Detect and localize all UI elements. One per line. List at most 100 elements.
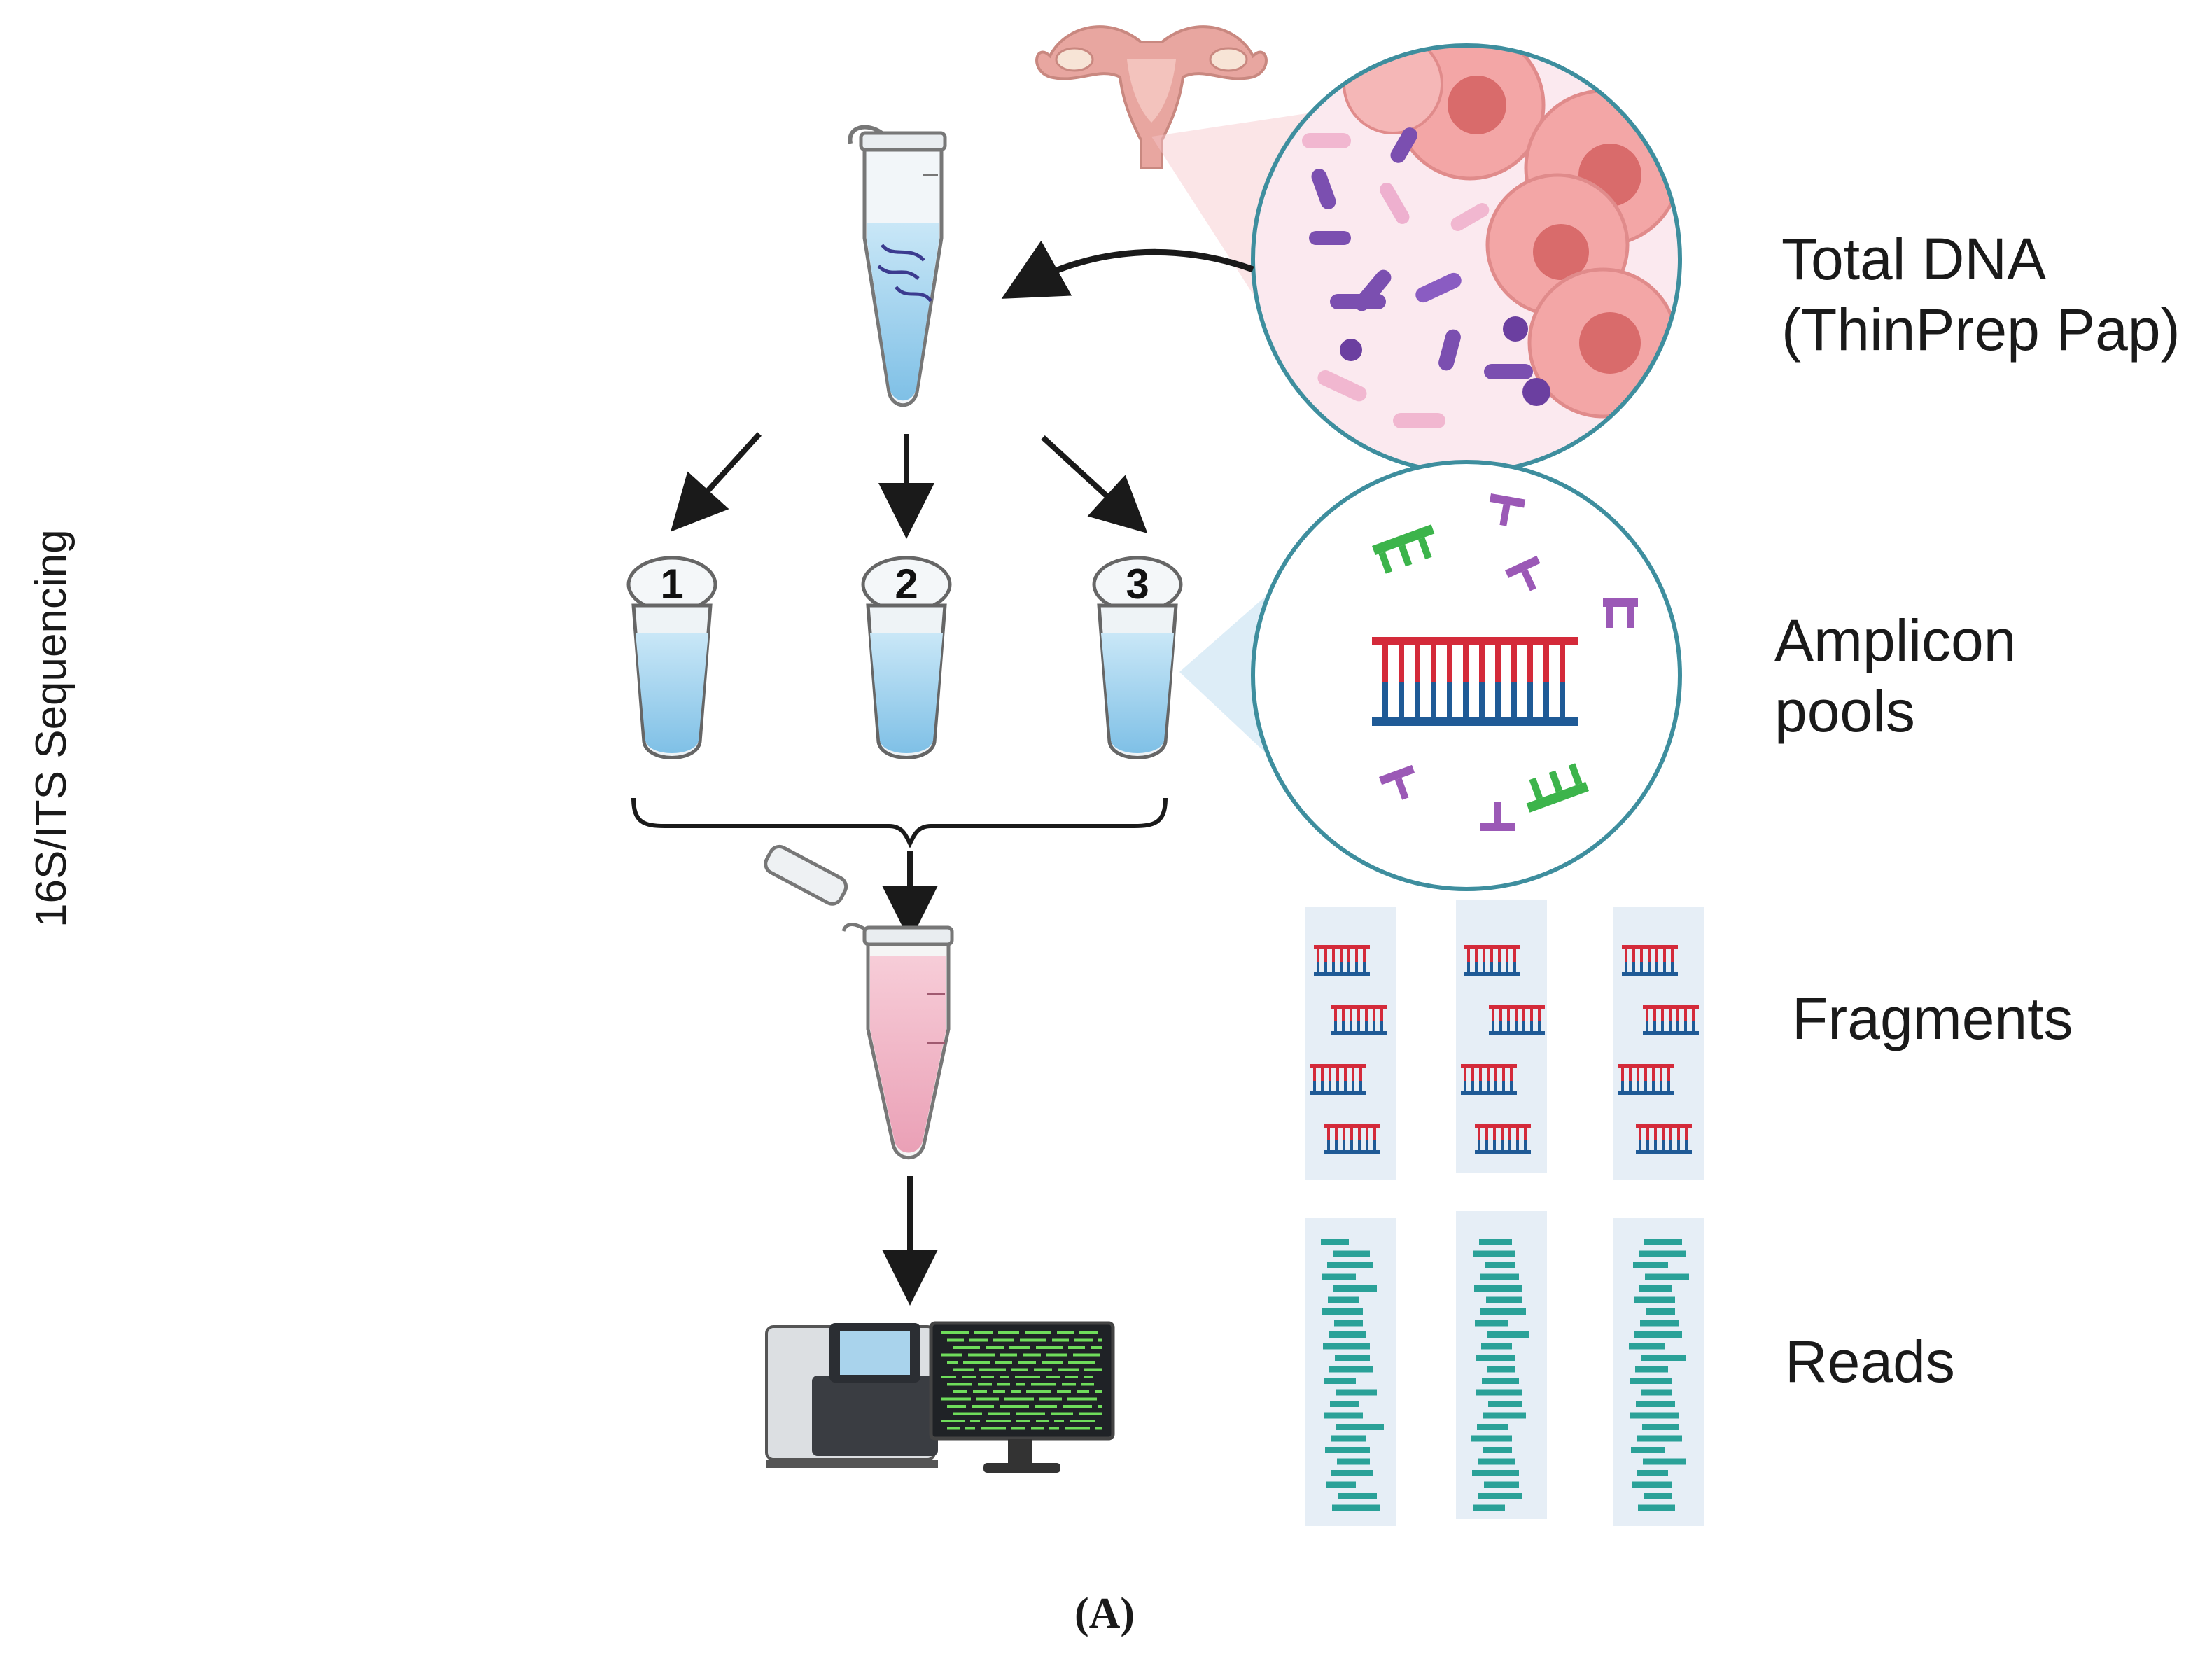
sequence-read bbox=[1480, 1273, 1519, 1280]
sequence-read bbox=[1637, 1435, 1682, 1442]
sequence-read bbox=[1324, 1412, 1363, 1419]
step-label-line: pools bbox=[1774, 678, 1915, 744]
sequence-read bbox=[1479, 1239, 1512, 1245]
sequence-read bbox=[1477, 1424, 1508, 1430]
cells-bacteria-circle bbox=[1251, 43, 1682, 475]
sequence-read bbox=[1482, 1378, 1519, 1384]
sequence-read bbox=[1476, 1354, 1516, 1361]
dna-fragment bbox=[1324, 1124, 1380, 1154]
sequence-read bbox=[1473, 1504, 1505, 1511]
dna-tube bbox=[848, 125, 947, 407]
sequence-read bbox=[1487, 1331, 1530, 1338]
amplicon-tube-3: 3 bbox=[1092, 556, 1183, 760]
fragment-panel bbox=[1614, 906, 1704, 1180]
sequence-read bbox=[1478, 1458, 1516, 1465]
sequence-read bbox=[1640, 1320, 1679, 1326]
sequence-read bbox=[1638, 1504, 1675, 1511]
dna-fragment bbox=[1622, 945, 1678, 976]
sequence-read bbox=[1488, 1366, 1516, 1373]
sequence-read bbox=[1476, 1389, 1522, 1396]
amplicon-tube-1: 1 bbox=[626, 556, 718, 760]
tube-number-1: 1 bbox=[660, 561, 683, 608]
sequence-read bbox=[1332, 1504, 1380, 1511]
sequence-read bbox=[1322, 1308, 1363, 1315]
uterus-icon bbox=[1035, 25, 1268, 169]
sequence-read bbox=[1488, 1401, 1522, 1407]
sequence-read bbox=[1632, 1481, 1672, 1488]
tube-number-3: 3 bbox=[1126, 561, 1149, 608]
step-label-line: Fragments bbox=[1792, 986, 2073, 1051]
sequence-read bbox=[1483, 1412, 1526, 1419]
sequence-read bbox=[1643, 1458, 1686, 1465]
sequence-read bbox=[1639, 1285, 1672, 1292]
sequence-read bbox=[1474, 1250, 1516, 1257]
step-label-line: Amplicon bbox=[1774, 608, 2017, 673]
sequence-read bbox=[1331, 1470, 1373, 1476]
dna-fragment bbox=[1310, 1064, 1366, 1095]
sequence-read bbox=[1637, 1470, 1668, 1476]
arrow-to-tube-3 bbox=[1041, 435, 1148, 534]
sequence-read bbox=[1335, 1354, 1370, 1361]
sequence-read bbox=[1630, 1378, 1672, 1384]
arrow-circle-to-tube bbox=[1001, 240, 1254, 299]
sequencer-icon bbox=[765, 1323, 938, 1468]
sequence-read bbox=[1635, 1366, 1668, 1373]
sequence-read bbox=[1474, 1285, 1522, 1292]
dna-fragment bbox=[1461, 1064, 1517, 1095]
step-label-amplicon-pools: Amplicon pools bbox=[1774, 606, 2016, 747]
sequence-read bbox=[1334, 1285, 1377, 1292]
sequence-read bbox=[1483, 1447, 1512, 1453]
sequence-read bbox=[1475, 1320, 1508, 1326]
panel-caption: (A) bbox=[1074, 1590, 1135, 1637]
dna-fragment bbox=[1618, 1064, 1674, 1095]
step-label-reads: Reads bbox=[1785, 1326, 1955, 1397]
dna-fragment bbox=[1636, 1124, 1692, 1154]
sequence-read bbox=[1485, 1262, 1516, 1268]
sequence-read bbox=[1336, 1424, 1384, 1430]
step-label-fragments: Fragments bbox=[1792, 983, 2073, 1054]
step-label-line: Total DNA bbox=[1782, 226, 2047, 292]
monitor-icon bbox=[929, 1321, 1115, 1473]
step-label-line: (ThinPrep Pap) bbox=[1782, 296, 2180, 363]
sequence-read bbox=[1324, 1378, 1356, 1384]
sequence-read bbox=[1642, 1389, 1672, 1396]
sequence-read bbox=[1644, 1493, 1672, 1499]
sequence-read bbox=[1644, 1239, 1682, 1245]
sequence-read bbox=[1636, 1401, 1675, 1407]
sequence-read bbox=[1646, 1308, 1675, 1315]
sequence-read bbox=[1327, 1262, 1373, 1268]
sequence-read bbox=[1639, 1250, 1686, 1257]
dna-fragment bbox=[1475, 1124, 1531, 1154]
side-label: 16S/ITS Sequencing bbox=[27, 529, 76, 927]
dna-fragment bbox=[1464, 945, 1520, 976]
step-label-line: Reads bbox=[1785, 1329, 1955, 1394]
sequence-read bbox=[1478, 1493, 1522, 1499]
amplicon-tube-2: 2 bbox=[861, 556, 952, 760]
sequence-read bbox=[1486, 1296, 1522, 1303]
arrow-to-tube-1 bbox=[671, 432, 762, 532]
fragments-panels bbox=[1306, 899, 1704, 1180]
pooled-tube bbox=[764, 844, 954, 1160]
sequence-read bbox=[1325, 1447, 1370, 1453]
reads-panels bbox=[1306, 1211, 1704, 1526]
sequence-read bbox=[1337, 1458, 1370, 1465]
sequence-read bbox=[1484, 1481, 1519, 1488]
dna-fragment bbox=[1643, 1004, 1699, 1035]
sequence-read bbox=[1633, 1262, 1668, 1268]
sequence-read bbox=[1322, 1273, 1356, 1280]
sequence-read bbox=[1330, 1401, 1359, 1407]
sequence-read bbox=[1338, 1493, 1377, 1499]
sequence-read bbox=[1634, 1296, 1675, 1303]
sequence-read bbox=[1329, 1366, 1373, 1373]
sequence-read bbox=[1328, 1296, 1359, 1303]
sequence-read bbox=[1472, 1470, 1519, 1476]
sequence-read bbox=[1323, 1343, 1370, 1350]
sequence-read bbox=[1321, 1239, 1349, 1245]
sequence-read bbox=[1634, 1331, 1682, 1338]
sequence-read bbox=[1641, 1354, 1686, 1361]
sequence-read bbox=[1471, 1435, 1512, 1442]
sequence-read bbox=[1333, 1250, 1370, 1257]
sequence-read bbox=[1481, 1343, 1512, 1350]
dna-fragment bbox=[1331, 1004, 1387, 1035]
